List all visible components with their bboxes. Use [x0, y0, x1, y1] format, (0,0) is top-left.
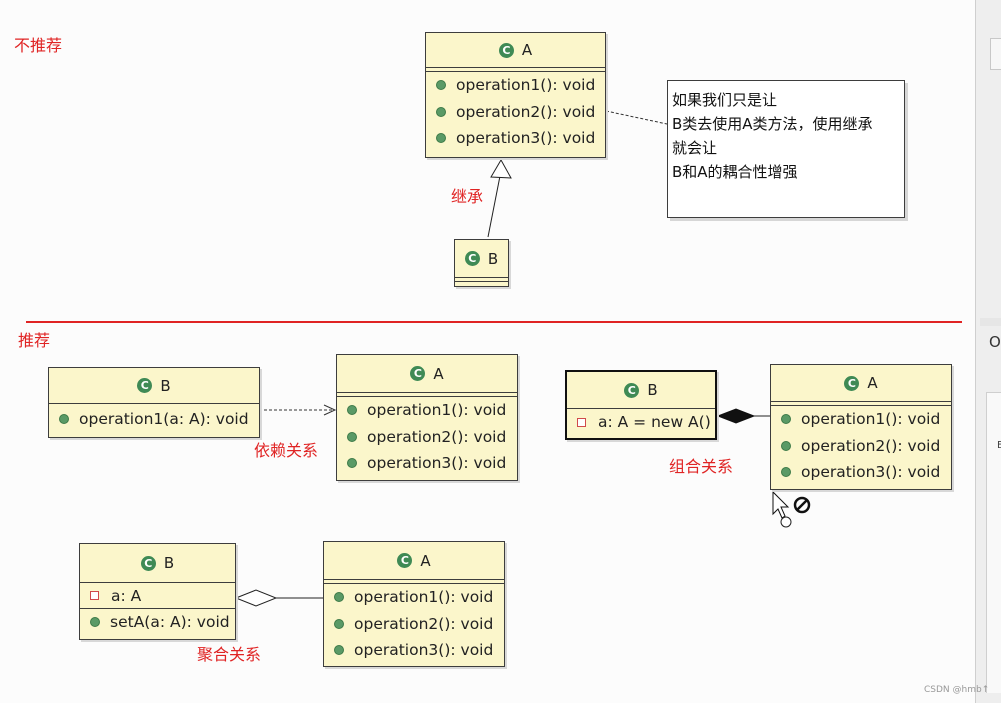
mouse-cursor — [772, 490, 790, 519]
note-line: B和A的耦合性增强 — [672, 163, 798, 181]
dependency-label: 依赖关系 — [254, 441, 319, 460]
class-a-top[interactable]: C A operation1(): void operation2(): voi… — [425, 32, 606, 158]
class-b-composition[interactable]: C B a: A = new A() — [565, 370, 717, 440]
class-header: C A — [337, 355, 517, 392]
class-name: B — [160, 376, 171, 395]
class-header: C A — [771, 365, 951, 401]
class-header: C B — [80, 544, 235, 582]
recommended-label: 推荐 — [18, 331, 51, 350]
cursor-hand-icon — [780, 516, 792, 528]
panel-widget[interactable] — [990, 38, 1001, 70]
class-b-dependency[interactable]: C B operation1(a: A): void — [48, 367, 260, 438]
class-header: C B — [49, 368, 259, 403]
public-method-icon — [436, 133, 446, 144]
inheritance-line — [487, 175, 501, 238]
class-header: C B — [567, 372, 715, 408]
watermark: CSDN @hmb↑ — [924, 685, 990, 695]
class-name: A — [433, 364, 444, 383]
class-a-composition[interactable]: C A operation1(): void operation2(): voi… — [770, 364, 952, 490]
class-b-aggregation[interactable]: C B a: A setA(a: A): void — [79, 543, 236, 640]
method-row[interactable]: operation3(): void — [426, 125, 605, 152]
note-line: 就会让 — [672, 139, 718, 157]
method-row[interactable]: operation1(a: A): void — [49, 407, 259, 431]
composition-label: 组合关系 — [669, 457, 734, 476]
panel-separator — [980, 318, 1001, 326]
class-name: B — [487, 249, 499, 268]
public-method-icon — [347, 458, 357, 469]
note-anchor-line — [605, 110, 668, 125]
class-icon: C — [498, 42, 514, 58]
panel-label: O — [989, 333, 1001, 351]
public-method-icon — [436, 80, 446, 91]
method-row[interactable]: operation3(): void — [324, 637, 504, 664]
connector-layer — [26, 110, 962, 607]
class-icon: C — [624, 382, 640, 398]
class-a-dependency[interactable]: C A operation1(): void operation2(): voi… — [336, 354, 518, 481]
method-row[interactable]: operation3(): void — [771, 459, 951, 486]
class-name: B — [163, 554, 175, 572]
method-row[interactable]: operation1(): void — [324, 584, 504, 611]
method-row[interactable]: operation3(): void — [337, 450, 517, 477]
public-method-icon — [347, 405, 357, 416]
public-method-icon — [59, 414, 69, 424]
class-name: B — [647, 381, 658, 399]
class-a-aggregation[interactable]: C A operation1(): void operation2(): voi… — [323, 541, 505, 667]
panel-view[interactable] — [986, 392, 1001, 693]
method-row[interactable]: operation1(): void — [426, 72, 605, 99]
method-row[interactable]: operation1(): void — [771, 406, 951, 433]
public-method-icon — [334, 618, 344, 629]
inheritance-label: 继承 — [451, 187, 484, 206]
field-row[interactable]: a: A = new A() — [567, 409, 715, 435]
class-icon: C — [397, 553, 413, 568]
class-icon: C — [140, 555, 156, 571]
class-icon: C — [464, 251, 480, 266]
public-method-icon — [347, 431, 357, 442]
class-header: C B — [455, 240, 508, 277]
public-method-icon — [334, 592, 344, 603]
not-recommended-label: 不推荐 — [14, 36, 63, 55]
private-field-icon — [577, 417, 586, 427]
private-field-icon — [90, 591, 99, 600]
composition-diamond — [716, 408, 756, 424]
public-method-icon — [781, 440, 791, 451]
note-line: B类去使用A类方法，使用继承 — [672, 115, 873, 133]
class-name: A — [420, 551, 431, 570]
class-header: C A — [324, 542, 504, 579]
method-row[interactable]: operation2(): void — [324, 611, 504, 638]
class-icon: C — [410, 366, 426, 381]
method-row[interactable]: setA(a: A): void — [80, 609, 235, 634]
class-b-top[interactable]: C B — [454, 239, 509, 287]
class-name: A — [521, 41, 533, 59]
no-drop-icon — [793, 496, 811, 514]
method-row[interactable]: operation2(): void — [426, 99, 605, 126]
method-row[interactable]: operation2(): void — [771, 433, 951, 460]
public-method-icon — [781, 467, 791, 478]
dependency-arrowhead — [323, 404, 337, 416]
method-row[interactable]: operation1(): void — [337, 397, 517, 424]
class-name: A — [867, 374, 878, 392]
inheritance-arrowhead — [490, 158, 512, 179]
public-method-icon — [90, 616, 100, 627]
aggregation-diamond — [234, 589, 278, 607]
public-method-icon — [436, 106, 446, 117]
class-icon: C — [844, 375, 860, 391]
class-icon: C — [137, 378, 153, 393]
public-method-icon — [781, 414, 791, 425]
class-header: C A — [426, 33, 605, 67]
note-box[interactable]: 如果我们只是让 B类去使用A类方法，使用继承 就会让 B和A的耦合性增强 — [667, 80, 905, 218]
panel-mark: E — [997, 440, 1001, 451]
field-row[interactable]: a: A — [80, 583, 235, 608]
note-line: 如果我们只是让 — [672, 91, 778, 109]
aggregation-label: 聚合关系 — [197, 645, 262, 664]
method-row[interactable]: operation2(): void — [337, 424, 517, 451]
public-method-icon — [334, 645, 344, 656]
